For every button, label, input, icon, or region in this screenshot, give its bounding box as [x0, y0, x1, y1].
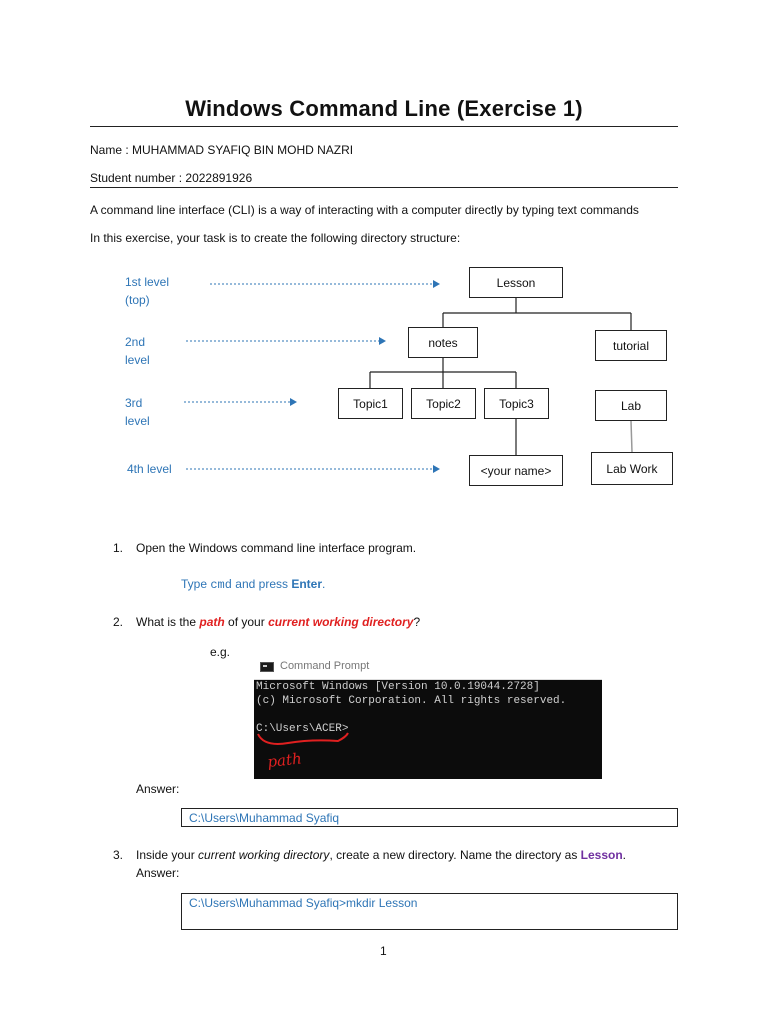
q3-number: 3. — [113, 848, 124, 862]
title-divider — [90, 126, 678, 127]
q1-text: Open the Windows command line interface … — [136, 541, 417, 555]
q2-path-emphasis: path — [199, 615, 225, 629]
arrowhead-level-3 — [290, 398, 297, 406]
q1-hint-mid: and press — [231, 577, 292, 591]
command-prompt-screenshot: Command Prompt Microsoft Windows [Versio… — [254, 655, 602, 779]
student-number: Student number : 2022891926 — [90, 171, 253, 185]
page-title: Windows Command Line (Exercise 1) — [185, 96, 583, 121]
q3-pre: Inside your — [136, 848, 199, 862]
page-number: 1 — [380, 944, 387, 958]
level-label-1: 1st level — [125, 275, 170, 289]
q1-hint: Type cmd and press Enter. — [181, 576, 325, 593]
node-topic3: Topic3 — [484, 388, 549, 419]
q2-example-label: e.g. — [210, 645, 231, 659]
q3-text: Inside your current working directory, c… — [136, 847, 626, 863]
level-label-1-top: (top) — [125, 293, 150, 307]
level-label-4: 4th level — [127, 462, 172, 476]
q2-pre: What is the — [136, 615, 200, 629]
node-notes: notes — [408, 327, 478, 358]
intro-line-2: In this exercise, your task is to create… — [90, 231, 461, 245]
q3-mid: , create a new directory. Name the direc… — [329, 848, 581, 862]
q2-text: What is the path of your current working… — [136, 614, 420, 630]
q2-cwd-emphasis: current working directory — [268, 615, 414, 629]
cmd-titlebar: Command Prompt — [254, 655, 602, 680]
q3-dir-name: Lesson — [580, 848, 623, 862]
q1-hint-cmd: cmd — [210, 578, 232, 592]
handwritten-annotation: path — [257, 732, 349, 771]
node-topic1: Topic1 — [338, 388, 403, 419]
cmd-line-3: C:\Users\ACER> — [256, 723, 349, 735]
student-name: Name : MUHAMMAD SYAFIQ BIN MOHD NAZRI — [90, 143, 354, 157]
node-lab: Lab — [595, 390, 667, 421]
q2-answer-label: Answer: — [136, 782, 180, 796]
cmd-line-1: Microsoft Windows [Version 10.0.19044.27… — [256, 681, 540, 693]
q3-end: . — [622, 848, 627, 862]
handwritten-path-label: path — [267, 749, 303, 770]
level-label-2: 2nd — [125, 335, 146, 349]
node-tutorial: tutorial — [595, 330, 667, 361]
level-label-3: 3rd — [125, 396, 143, 410]
q2-mid: of your — [224, 615, 269, 629]
level-label-3-level: level — [125, 414, 150, 428]
node-lesson: Lesson — [469, 267, 563, 298]
arrowhead-level-4 — [433, 465, 440, 473]
arrowhead-level-2 — [379, 337, 386, 345]
level-label-2-level: level — [125, 353, 150, 367]
node-your-name: <your name> — [469, 455, 563, 486]
cmd-app-icon — [260, 662, 274, 672]
header-divider — [90, 187, 678, 188]
node-topic2: Topic2 — [411, 388, 476, 419]
q2-number: 2. — [113, 615, 124, 629]
q2-end: ? — [413, 615, 421, 629]
q2-answer-field[interactable]: C:\Users\Muhammad Syafiq — [181, 808, 678, 827]
cmd-line-2: (c) Microsoft Corporation. All rights re… — [256, 695, 567, 707]
intro-line-1: A command line interface (CLI) is a way … — [90, 203, 639, 217]
cmd-title: Command Prompt — [280, 660, 370, 672]
q1-hint-pre: Type — [181, 577, 211, 591]
diagram-connectors — [184, 280, 633, 473]
q3-answer-field[interactable]: C:\Users\Muhammad Syafiq>mkdir Lesson — [181, 893, 678, 930]
q3-answer-label: Answer: — [136, 866, 180, 880]
arrowhead-level-1 — [433, 280, 440, 288]
q1-hint-key: Enter — [291, 577, 323, 591]
node-lab-work: Lab Work — [591, 452, 673, 485]
q1-hint-end: . — [322, 577, 326, 591]
q3-cwd-italic: current working directory — [198, 848, 330, 862]
q1-number: 1. — [113, 541, 124, 555]
